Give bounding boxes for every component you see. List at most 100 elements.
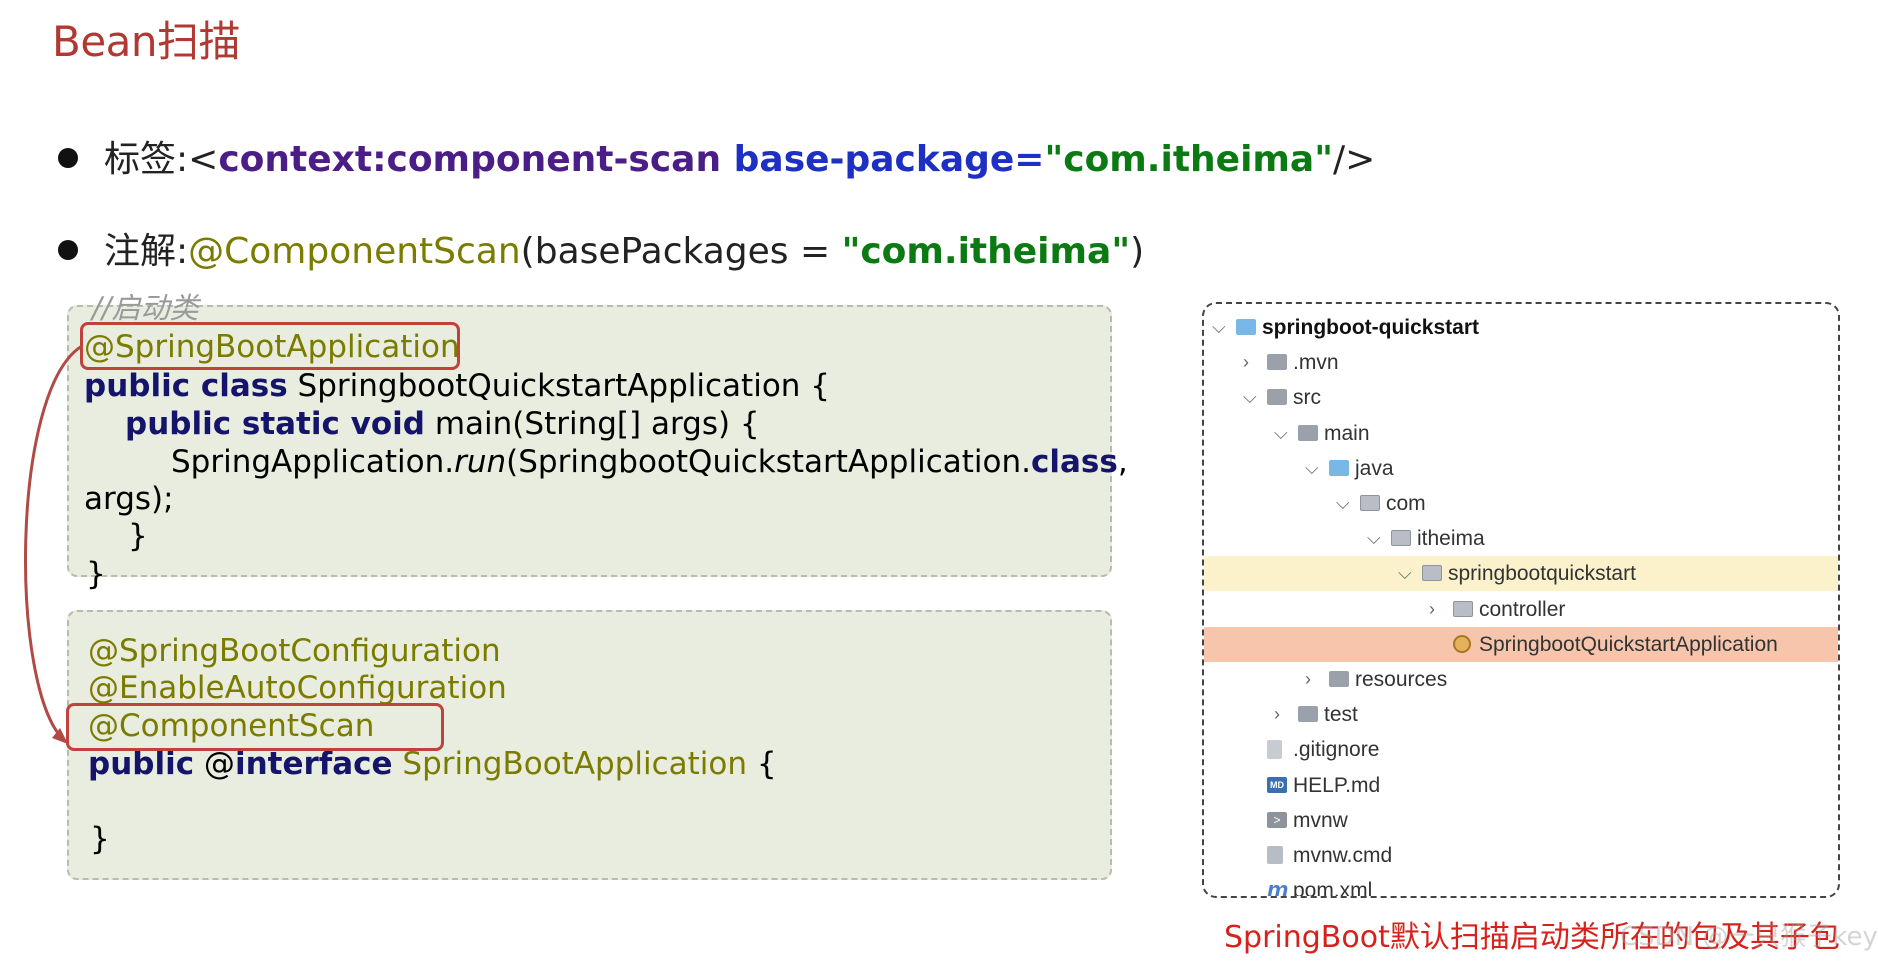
bullet-label: 标签: [104,139,189,180]
tree-item[interactable]: › .mvn [1204,345,1838,380]
tree-item[interactable]: ⌵springbootquickstart [1204,556,1838,592]
code-enableautoconfiguration: @EnableAutoConfiguration [88,670,507,706]
code-interface-declaration: public @interface SpringBootApplication … [88,745,777,783]
tree-item[interactable]: ⌵ main [1204,416,1838,451]
chevron-down-icon[interactable]: ⌵ [1336,493,1350,513]
tree-item-label: test [1324,703,1358,727]
maven-pom-icon: m [1267,877,1289,898]
tree-item[interactable]: ⌵ java [1204,451,1838,486]
annotation-name: @ComponentScan [188,231,521,272]
bullet-label: 注解: [104,231,189,272]
code-brace: } [128,518,148,554]
annotation-definition-code [67,610,1112,880]
code-comment: //启动类 [92,291,199,325]
xml-value: "com.itheima" [1044,139,1333,180]
annotation-param: basePackages = [534,231,842,272]
paren-close: ) [1130,231,1145,272]
folder-icon [1267,389,1287,406]
tree-item-label: mvnw.cmd [1293,844,1393,867]
code-text: (SpringbootQuickstartApplication. [506,444,1031,480]
package-icon [1391,530,1411,547]
code-text: , [1117,444,1128,480]
tree-item[interactable]: › controller [1204,592,1838,627]
xml-open: < [188,139,219,180]
tree-item-label: .gitignore [1293,738,1380,762]
tree-item[interactable]: › resources [1204,662,1838,697]
project-tree: ⌵springboot-quickstart›.mvn⌵src⌵main⌵jav… [1202,302,1840,898]
xml-close: /> [1332,139,1376,180]
tree-item-label: controller [1479,597,1566,621]
folder-project-icon [1236,319,1256,335]
tree-item-label: java [1355,456,1394,480]
chevron-down-icon[interactable]: ⌵ [1367,528,1381,549]
code-method-run: run [454,444,507,480]
shell-file-icon: > [1267,811,1287,828]
code-keyword: interface [234,746,393,782]
chevron-right-icon[interactable]: › [1305,669,1311,689]
folder-source-icon [1329,459,1349,476]
watermark: CSDN @一只猴子key [1620,922,1878,952]
chevron-right-icon[interactable]: › [1429,598,1435,619]
xml-tag-name: component-scan [386,139,722,180]
tree-item-label: com [1386,492,1426,515]
folder-icon [1298,706,1318,723]
tree-item-label: main [1324,421,1370,445]
bullet-annotation: 注解:@ComponentScan(basePackages = "com.it… [58,222,1144,274]
highlight-componentscan [66,703,444,751]
code-text: { [747,746,777,782]
code-args: args); [84,481,174,517]
chevron-down-icon[interactable]: ⌵ [1212,317,1226,337]
code-keyword: public class [84,368,288,404]
tree-item[interactable]: ⌵ com [1204,486,1838,521]
bullet-dot [58,240,78,260]
tree-item[interactable]: .gitignore [1204,732,1838,767]
folder-icon [1298,424,1318,441]
tree-item-label: src [1293,386,1321,410]
caption: SpringBoot默认扫描启动类所在的包及其子包 [1224,920,1840,955]
chevron-down-icon[interactable]: ⌵ [1398,563,1412,584]
page-title: Bean扫描 [52,17,241,66]
tree-item[interactable]: › test [1204,697,1838,732]
code-text: SpringbootQuickstartApplication { [287,368,831,404]
tree-item-label: springboot-quickstart [1262,316,1480,339]
code-run-call: SpringApplication.run(SpringbootQuicksta… [171,443,1128,481]
code-springbootconfiguration: @SpringBootConfiguration [88,633,501,669]
code-keyword: public static void [125,406,425,442]
code-main-method: public static void main(String[] args) { [125,405,760,443]
tree-item[interactable]: ⌵itheima [1204,521,1838,556]
tree-item[interactable]: ⌵ springboot-quickstart [1204,310,1838,345]
code-at: @ [194,746,235,782]
annotation-value: "com.itheima" [841,231,1131,272]
chevron-down-icon[interactable]: ⌵ [1305,457,1319,478]
startup-class-code [67,305,1112,577]
tree-item[interactable]: >mvnw [1204,803,1838,838]
connector-arrow [24,344,83,744]
chevron-down-icon[interactable]: ⌵ [1243,387,1257,408]
tree-item[interactable]: mvnw.cmd [1204,838,1838,873]
folder-icon [1267,354,1287,371]
chevron-right-icon[interactable]: › [1243,352,1249,373]
tree-item[interactable]: ⌵ src [1204,380,1838,415]
tree-item[interactable]: SpringbootQuickstartApplication [1204,626,1838,662]
xml-namespace: context [218,139,373,180]
xml-attr: base-package [721,139,1015,180]
code-class-declaration: public class SpringbootQuickstartApplica… [84,367,830,405]
spring-class-icon [1453,634,1471,653]
xml-eq: = [1014,139,1045,180]
code-keyword: public [88,746,195,782]
package-icon [1422,565,1442,582]
package-icon [1453,600,1473,617]
code-text: main(String[] args) { [425,406,760,442]
tree-item-label: HELP.md [1293,773,1381,797]
tree-item-label: SpringbootQuickstartApplication [1479,632,1778,656]
tree-item-label: .mvn [1293,351,1339,375]
tree-item-label: resources [1355,668,1448,691]
bullet-dot [58,148,78,168]
chevron-down-icon[interactable]: ⌵ [1274,422,1288,443]
folder-resources-icon [1329,671,1349,687]
chevron-right-icon[interactable]: › [1274,704,1280,725]
code-componentscan: @ComponentScan [88,708,375,744]
code-keyword: class [1030,444,1118,480]
